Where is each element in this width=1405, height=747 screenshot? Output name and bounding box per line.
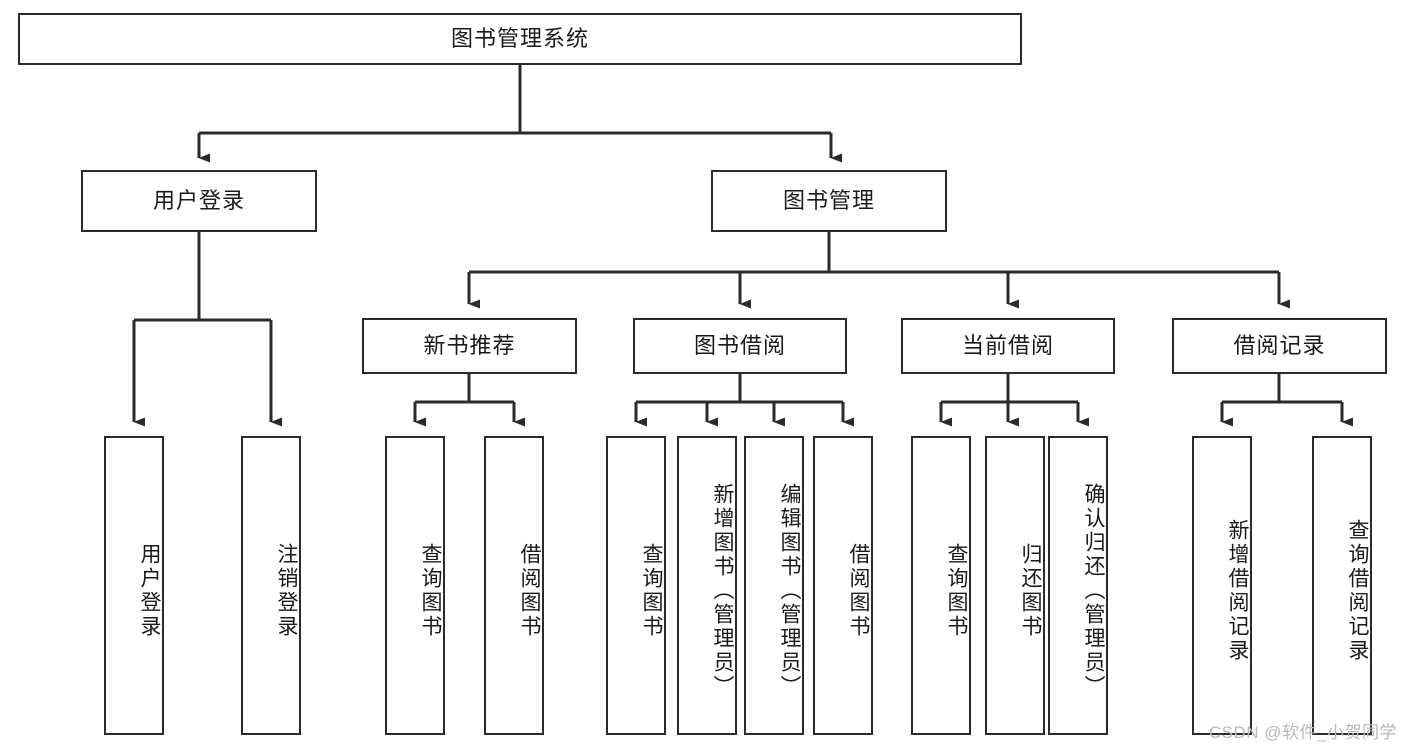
node-book-borrow-label: 图书借阅 [693, 332, 786, 358]
book-borrow-to-leaves-connectors [634, 374, 854, 427]
node-book-manage[interactable]: 图书管理 [711, 170, 947, 232]
node-user-login-label: 用户登录 [152, 187, 245, 213]
node-leaf-user-logout-label: 注销登录 [275, 542, 298, 639]
node-leaf-add-book[interactable]: 新增图书（管理员） [677, 436, 737, 735]
node-root[interactable]: 图书管理系统 [18, 13, 1022, 65]
node-leaf-return-book-label: 归还图书 [1019, 542, 1042, 639]
borrow-record-to-leaves-connectors [1220, 374, 1353, 427]
node-current-borrow-label: 当前借阅 [961, 332, 1054, 358]
node-borrow-record[interactable]: 借阅记录 [1172, 318, 1387, 374]
node-user-login[interactable]: 用户登录 [81, 170, 317, 232]
node-leaf-query-book-cur-label: 查询图书 [945, 542, 968, 639]
node-leaf-borrow-book[interactable]: 借阅图书 [813, 436, 873, 735]
node-book-borrow[interactable]: 图书借阅 [633, 318, 847, 374]
node-borrow-record-label: 借阅记录 [1233, 332, 1326, 358]
node-leaf-add-record-label: 新增借阅记录 [1226, 518, 1249, 663]
node-leaf-confirm-return-label: 确认归还（管理员） [1082, 482, 1105, 699]
node-leaf-return-book[interactable]: 归还图书 [985, 436, 1045, 735]
node-leaf-edit-book-label: 编辑图书（管理员） [778, 482, 801, 699]
node-leaf-borrow-book-rec[interactable]: 借阅图书 [484, 436, 544, 735]
new-book-rec-to-leaves-connectors [413, 374, 525, 427]
root-to-level2-connectors [197, 65, 842, 163]
node-book-manage-label: 图书管理 [782, 187, 875, 213]
node-current-borrow[interactable]: 当前借阅 [901, 318, 1115, 374]
node-new-book-rec[interactable]: 新书推荐 [362, 318, 577, 374]
node-leaf-borrow-book-label: 借阅图书 [847, 542, 870, 639]
node-new-book-rec-label: 新书推荐 [423, 332, 516, 358]
node-leaf-user-login-label: 用户登录 [138, 542, 161, 639]
node-leaf-user-logout[interactable]: 注销登录 [241, 436, 301, 735]
node-leaf-add-record[interactable]: 新增借阅记录 [1192, 436, 1252, 735]
node-leaf-query-book[interactable]: 查询图书 [606, 436, 666, 735]
node-leaf-add-book-label: 新增图书（管理员） [711, 482, 734, 699]
node-leaf-query-record[interactable]: 查询借阅记录 [1312, 436, 1372, 735]
node-leaf-user-login[interactable]: 用户登录 [104, 436, 164, 735]
node-leaf-query-book-cur[interactable]: 查询图书 [911, 436, 971, 735]
user-login-to-leaves-connectors [132, 232, 282, 427]
node-root-label: 图书管理系统 [450, 25, 589, 51]
current-borrow-to-leaves-connectors [939, 374, 1089, 427]
node-leaf-edit-book[interactable]: 编辑图书（管理员） [744, 436, 804, 735]
node-leaf-query-book-rec[interactable]: 查询图书 [385, 436, 445, 735]
node-leaf-query-record-label: 查询借阅记录 [1346, 518, 1369, 663]
node-leaf-query-book-label: 查询图书 [640, 542, 663, 639]
node-leaf-query-book-rec-label: 查询图书 [419, 542, 442, 639]
node-leaf-borrow-book-rec-label: 借阅图书 [518, 542, 541, 639]
book-manage-to-level3-connectors [467, 232, 1290, 309]
node-leaf-confirm-return[interactable]: 确认归还（管理员） [1048, 436, 1108, 735]
